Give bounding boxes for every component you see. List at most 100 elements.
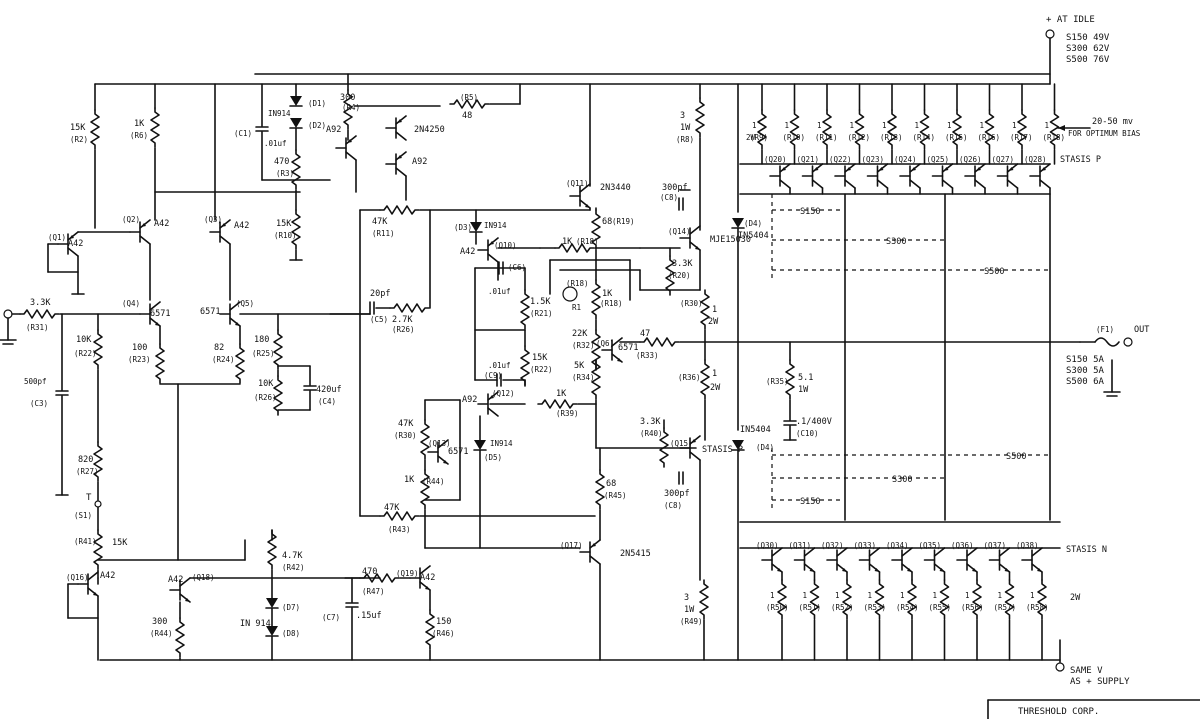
svg-text:82: 82: [214, 343, 224, 353]
top-transistor-ref: (Q22): [829, 155, 852, 164]
svg-text:(R22): (R22): [74, 349, 97, 358]
svg-text:6571: 6571: [200, 307, 220, 317]
svg-text:(R30): (R30): [394, 431, 417, 440]
bias-annotation: 20-50 mv FOR OPTIMUM BIAS: [1057, 117, 1141, 138]
bottom-transistor-ref: (Q35): [919, 541, 942, 550]
svg-text:4.7K: 4.7K: [282, 551, 303, 561]
bottom-emitter-resistor: [1037, 579, 1047, 620]
emitter-wattage: 2W: [1070, 593, 1081, 603]
svg-text:(R18): (R18): [576, 237, 599, 246]
svg-text:(D8): (D8): [282, 629, 300, 638]
bottom-transistor-ref: (Q37): [984, 541, 1007, 550]
svg-text:S300 62V: S300 62V: [1066, 44, 1110, 54]
top-resistor-value: 1: [1045, 121, 1050, 130]
svg-text:(Q4): (Q4): [122, 299, 140, 308]
svg-text:(R26): (R26): [254, 393, 277, 402]
svg-text:(R44): (R44): [422, 477, 445, 486]
svg-text:SAME V: SAME V: [1070, 666, 1103, 676]
top-bias-network: (C1) .01uf IN914 (D1) (D2) 470 (R3) 15K …: [234, 73, 521, 261]
svg-text:(C7): (C7): [322, 613, 340, 622]
svg-text:(Q12): (Q12): [492, 389, 515, 398]
svg-text:IN914: IN914: [484, 221, 507, 230]
svg-text:(R31): (R31): [26, 323, 49, 332]
driver-stage: 3 1W (R8) (Q14) MJE15030 300pf (C8) 3.3K…: [619, 83, 1081, 661]
supply-negative-label: SAME V AS + SUPPLY: [1070, 666, 1130, 687]
top-resistor-ref: (R18): [1043, 133, 1066, 142]
svg-text:1K: 1K: [602, 289, 613, 299]
svg-text:A42: A42: [420, 573, 435, 583]
positive-supply-terminal[interactable]: [1045, 29, 1055, 39]
title-block: THRESHOLD CORP.: [987, 699, 1200, 719]
svg-text:(R21): (R21): [530, 309, 553, 318]
svg-text:15K: 15K: [112, 538, 128, 548]
svg-text:20-50 mv: 20-50 mv: [1092, 117, 1133, 127]
svg-text:MJE15030: MJE15030: [710, 235, 751, 245]
svg-text:6571: 6571: [448, 447, 468, 457]
svg-text:1W: 1W: [680, 123, 691, 133]
svg-text:2.7K: 2.7K: [392, 315, 413, 325]
top-output-transistor: [899, 163, 921, 189]
q1-current-source: 15K (R2) (Q1) A42: [47, 83, 131, 295]
bottom-output-transistor: [891, 547, 913, 573]
svg-text:(C4): (C4): [318, 397, 336, 406]
top-output-transistor: [834, 163, 856, 189]
svg-text:48: 48: [462, 111, 472, 121]
input-terminal[interactable]: [3, 309, 13, 319]
svg-text:(R20): (R20): [668, 271, 691, 280]
svg-text:5K: 5K: [574, 361, 585, 371]
top-resistor-ref: (R16): [978, 133, 1001, 142]
top-resistor-ref: (R13): [880, 133, 903, 142]
top-output-transistor: [964, 163, 986, 189]
top-transistor-ref: (Q26): [959, 155, 982, 164]
bottom-transistor-ref: (Q32): [821, 541, 844, 550]
svg-text:300pf: 300pf: [662, 183, 688, 193]
svg-text:470: 470: [274, 157, 289, 167]
top-transistor-ref: (Q25): [927, 155, 950, 164]
bottom-resistor-value: 1: [868, 591, 873, 600]
svg-text:1K: 1K: [556, 389, 567, 399]
top-resistor-value: 1: [817, 121, 822, 130]
top-output-transistor: [1029, 163, 1051, 189]
svg-text:100: 100: [132, 343, 147, 353]
svg-text:IN914: IN914: [268, 109, 291, 118]
top-emitter-resistor: [919, 109, 930, 150]
svg-text:6571: 6571: [150, 309, 170, 319]
svg-text:(S1): (S1): [74, 511, 92, 520]
svg-text:A92: A92: [326, 125, 341, 135]
bottom-output-transistor: [923, 547, 946, 573]
svg-text:22K: 22K: [572, 329, 588, 339]
svg-text:(D3): (D3): [454, 223, 472, 232]
svg-text:2N4250: 2N4250: [414, 125, 445, 135]
bottom-resistor-value: 1: [770, 591, 775, 600]
svg-text:.01uf: .01uf: [488, 287, 511, 296]
top-resistor-value: 1: [1012, 121, 1017, 130]
top-resistor-ref: (R17): [1010, 133, 1033, 142]
svg-text:(R24): (R24): [212, 355, 235, 364]
bottom-output-transistor: [793, 547, 816, 573]
svg-text:300pf: 300pf: [664, 489, 690, 499]
svg-text:(R22): (R22): [530, 365, 553, 374]
bottom-transistor-ref: (Q36): [951, 541, 974, 550]
bottom-transistor-ref: (Q34): [886, 541, 909, 550]
svg-text:1W: 1W: [684, 605, 695, 615]
bottom-output-transistor: [826, 547, 848, 573]
svg-text:(Q5): (Q5): [236, 299, 254, 308]
top-resistor-value: 1: [980, 121, 985, 130]
svg-text:5.1: 5.1: [798, 373, 813, 383]
output-terminal[interactable]: [1123, 337, 1133, 347]
svg-text:(R10): (R10): [274, 231, 297, 240]
bottom-resistor-value: 1: [835, 591, 840, 600]
top-resistor-value: 1: [850, 121, 855, 130]
svg-text:(R45): (R45): [604, 491, 627, 500]
svg-text:S150 49V: S150 49V: [1066, 33, 1110, 43]
top-output-array: 1(R9)(Q20)1(R10)(Q21)1(R11)(Q22)1(R12)(Q…: [739, 83, 1101, 521]
svg-text:10K: 10K: [258, 379, 274, 389]
top-resistor-ref: (R11): [815, 133, 838, 142]
bottom-output-transistor: [858, 547, 881, 573]
negative-supply-terminal[interactable]: [1055, 662, 1065, 672]
svg-text:(F1): (F1): [1096, 325, 1114, 334]
top-resistor-value: 1: [752, 121, 757, 130]
switch-s1[interactable]: [94, 500, 102, 508]
top-output-transistor: [866, 163, 889, 189]
svg-text:S300: S300: [886, 237, 906, 247]
